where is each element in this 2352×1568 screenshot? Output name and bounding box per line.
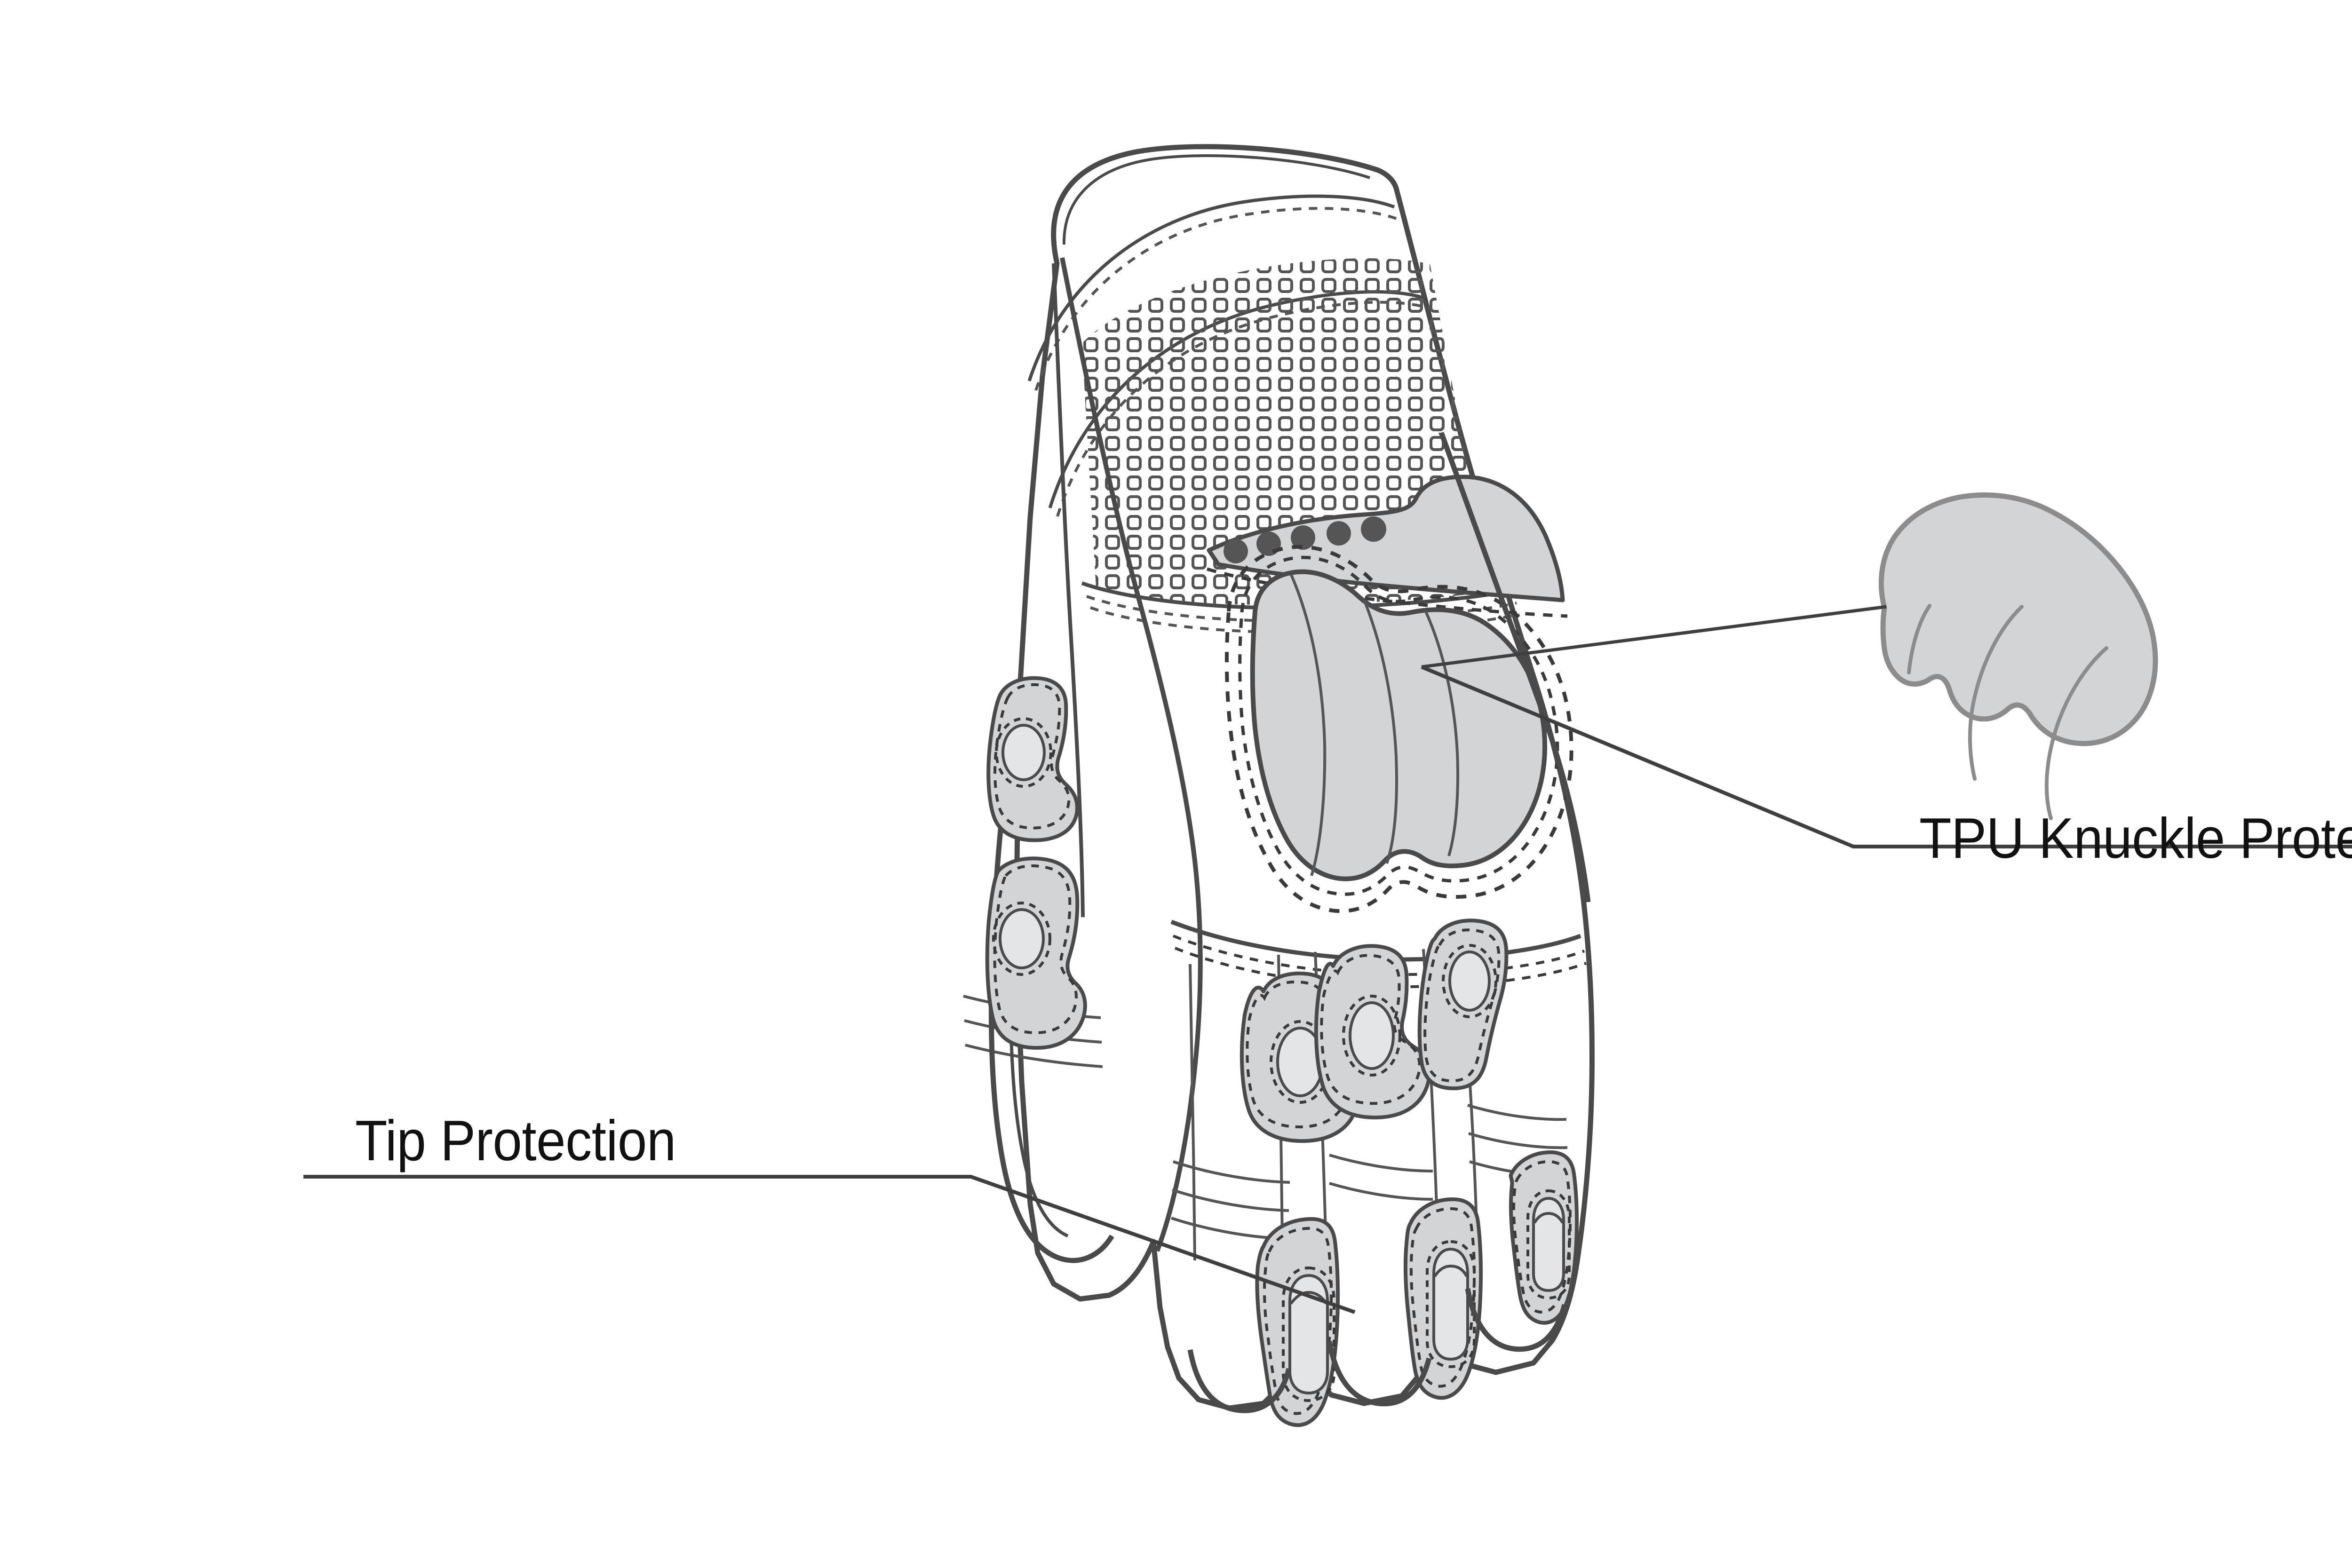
tip-pad-middle-stitch [1409, 1207, 1476, 1388]
vent-band [1207, 475, 1565, 602]
knuckle-pad-middle-stitch [1320, 954, 1421, 1105]
vent-hole [1291, 525, 1315, 550]
lower-hand-stitch-b [1174, 947, 1587, 989]
knuckle-crease-1 [1289, 573, 1327, 876]
knuckle-pad-middle-window-stitch [1342, 995, 1401, 1077]
leader-line-tip-protection [303, 1175, 1356, 1314]
leader-lines-group [303, 605, 2352, 1314]
knuckle-stitch-inner [1238, 555, 1559, 896]
tip-pad-middle-nail-line [1433, 1264, 1468, 1277]
side-seam-right [1438, 432, 1591, 903]
callout-label-tip-protection: Tip Protection [355, 1109, 676, 1172]
tip-pad-ring-window-stitch [1526, 1189, 1571, 1300]
tip-pad-index-stitch [1263, 1227, 1333, 1415]
thumb-pad-lower-stitch [993, 864, 1078, 1035]
thumb-pad-lower-window [999, 908, 1045, 969]
leader-line-tpu-to-detail [1421, 605, 1887, 669]
thumb-pad-upper-stitch [993, 683, 1071, 830]
tip-pad-ring-stitch [1512, 1160, 1572, 1314]
vent-hole [1224, 539, 1248, 563]
lower-hand-stitch-a [1172, 934, 1585, 976]
tpu-detail-crease-1 [1907, 604, 1931, 674]
callout-label-tpu-knuckle-protection: TPU Knuckle Protection [1919, 806, 2352, 870]
tpu-knuckle-detail-inset [1878, 492, 2158, 820]
knuckle-pad-middle-window [1349, 1001, 1395, 1070]
knuckle-stitch-outer [1224, 545, 1573, 913]
fingertip-outline-middle [1327, 1341, 1432, 1407]
cuff-top-edge [1062, 154, 1370, 245]
thumb-seam-main [1060, 257, 1203, 1252]
leader-line-tpu-to-label [1421, 665, 2352, 848]
thumb-pad-lower-window-stitch [992, 902, 1051, 976]
tpu-detail-shape [1878, 492, 2158, 746]
vent-hole [1327, 521, 1351, 546]
stretch-bands-index [1171, 1160, 1290, 1240]
glove-body [963, 144, 1595, 1427]
knuckle-pad-ring-window-stitch [1442, 944, 1497, 1018]
thumb-pad-upper-window [1001, 724, 1046, 781]
knuckle-pad-index-stitch [1246, 980, 1349, 1129]
vent-hole [1256, 531, 1281, 556]
tpu-detail-crease-3 [2044, 646, 2108, 820]
thumb-seam-inner [1052, 263, 1085, 918]
knuckle-pad-ring-stitch [1423, 928, 1501, 1083]
thumb-pad-upper-window-stitch [995, 717, 1052, 788]
tip-pad-ring-nail-line [1533, 1212, 1564, 1224]
tip-pad-middle-window [1432, 1247, 1469, 1361]
finger-divider-5 [1189, 964, 1196, 1261]
tip-pad-ring-window [1532, 1196, 1565, 1292]
tip-pad-middle-window-stitch [1426, 1240, 1476, 1369]
knuckle-armor [1250, 569, 1548, 881]
fingertip-outline-ring [1465, 1288, 1567, 1352]
vent-band-stitch [1207, 567, 1568, 618]
fingertip-outline-index [1187, 1349, 1292, 1413]
cuff-seam-1 [1027, 194, 1395, 382]
knuckle-pad-ring-window [1448, 950, 1491, 1012]
vent-hole [1361, 516, 1386, 542]
tpu-detail-crease-2 [1968, 605, 2024, 781]
vent-holes-group [1224, 516, 1386, 563]
knuckle-crease-3 [1424, 610, 1460, 856]
knuckle-crease-2 [1363, 599, 1398, 864]
tip-pad-index-window-stitch [1282, 1266, 1335, 1402]
stretch-bands-middle [1329, 1154, 1433, 1201]
tip-pad-index-nail-line [1289, 1291, 1328, 1305]
